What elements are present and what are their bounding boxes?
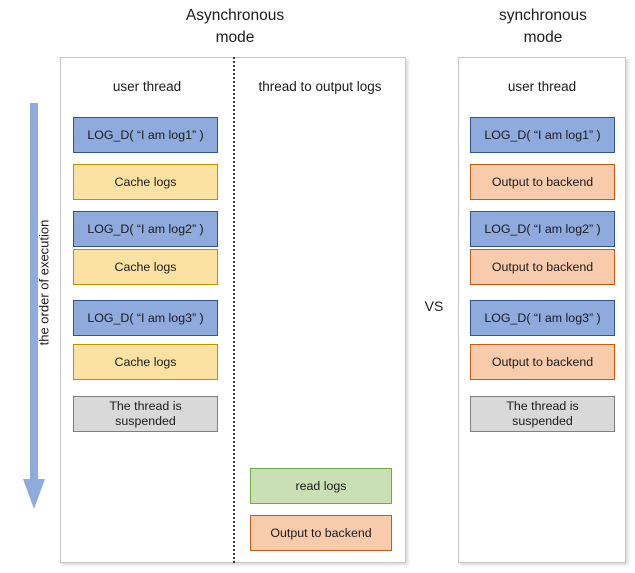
sync-user-thread-header: user thread xyxy=(507,79,577,94)
sync-step-output-to-backend-1[interactable]: Output to backend xyxy=(470,164,615,200)
async-step-log3[interactable]: LOG_D( “I am log3” ) xyxy=(73,300,218,336)
sync-step-log1[interactable]: LOG_D( “I am log1” ) xyxy=(470,117,615,153)
async-mode-title: Asynchronous mode xyxy=(185,7,285,46)
thread-divider-line xyxy=(233,57,235,563)
sync-step-thread-suspended[interactable]: The thread is suspended xyxy=(470,396,615,432)
async-step-cache-logs-3[interactable]: Cache logs xyxy=(73,344,218,380)
sync-mode-title: synchronous mode xyxy=(499,7,587,46)
async-step-read-logs[interactable]: read logs xyxy=(250,468,392,504)
sync-step-log3[interactable]: LOG_D( “I am log3” ) xyxy=(470,300,615,336)
sync-step-output-to-backend-3[interactable]: Output to backend xyxy=(470,344,615,380)
async-step-cache-logs-2[interactable]: Cache logs xyxy=(73,249,218,285)
vs-label: VS xyxy=(424,298,444,314)
async-user-thread-header: user thread xyxy=(112,79,182,94)
async-step-log2[interactable]: LOG_D( “I am log2” ) xyxy=(73,211,218,247)
order-of-execution-arrow: the order of execution xyxy=(22,103,52,511)
async-step-cache-logs-1[interactable]: Cache logs xyxy=(73,164,218,200)
async-step-output-to-backend[interactable]: Output to backend xyxy=(250,515,392,551)
async-output-thread-header: thread to output logs xyxy=(258,79,382,94)
async-step-log1[interactable]: LOG_D( “I am log1” ) xyxy=(73,117,218,153)
sync-step-output-to-backend-2[interactable]: Output to backend xyxy=(470,249,615,285)
sync-step-log2[interactable]: LOG_D( “I am log2” ) xyxy=(470,211,615,247)
order-of-execution-label: the order of execution xyxy=(36,219,52,346)
down-arrow-icon xyxy=(23,103,45,509)
async-step-thread-suspended[interactable]: The thread is suspended xyxy=(73,396,218,432)
